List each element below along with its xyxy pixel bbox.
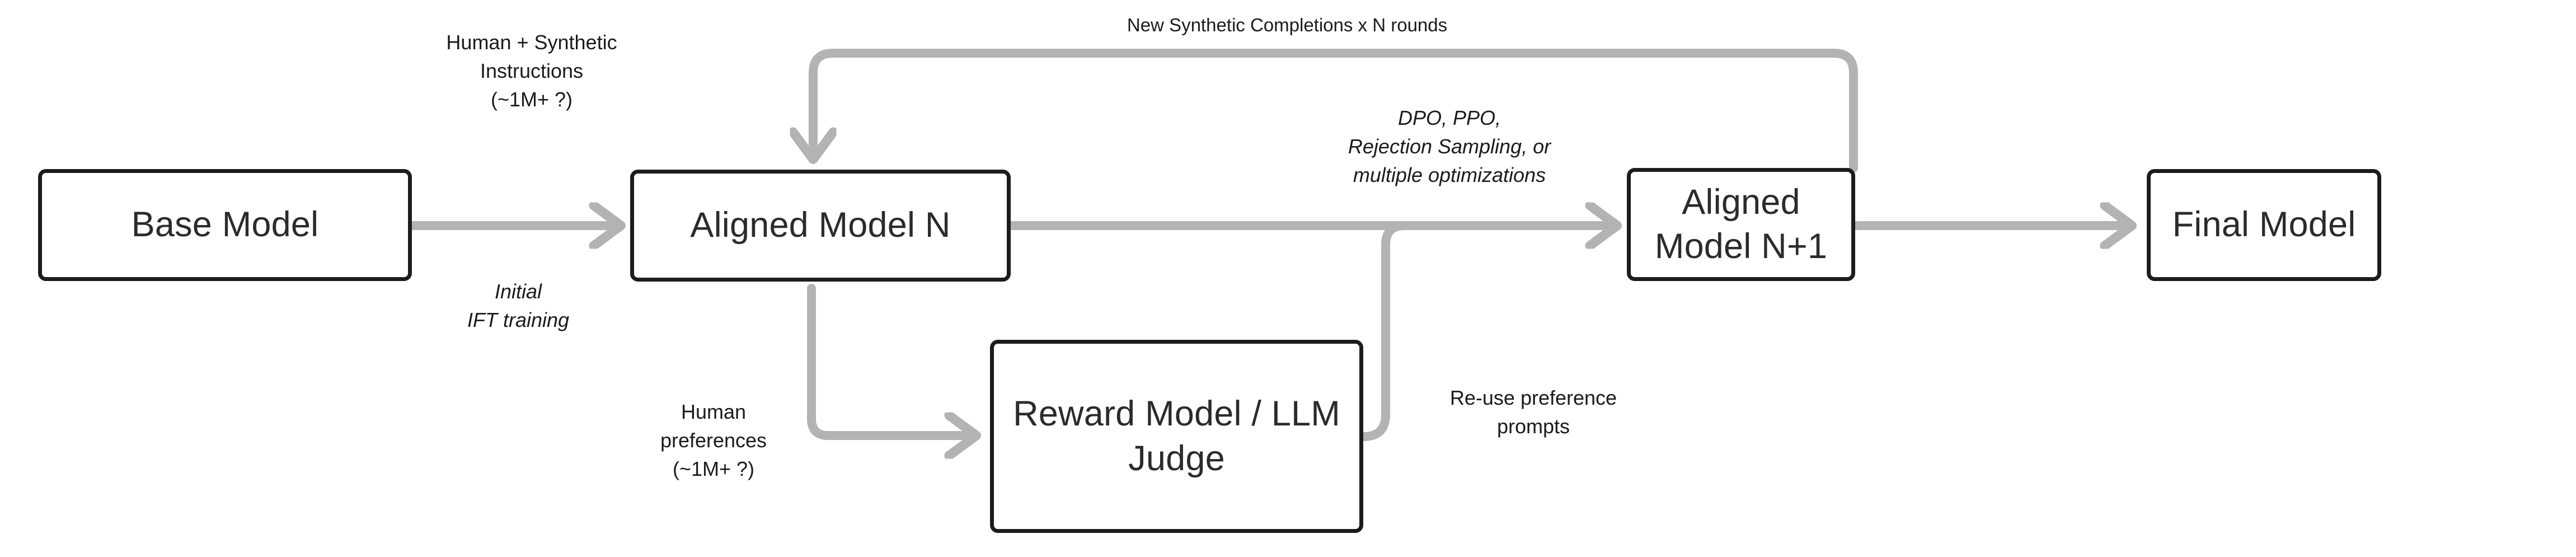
node-base-model[interactable]: Base Model (38, 169, 412, 281)
node-aligned-model-n[interactable]: Aligned Model N (630, 170, 1011, 282)
node-reward-model[interactable]: Reward Model / LLM Judge (990, 340, 1363, 533)
edge-label-human-preferences: Human preferences (~1M+ ?) (660, 400, 767, 481)
connector-aligned-n-to-reward-model (807, 284, 971, 436)
edge-label-instructions: Human + Synthetic Instructions (~1M+ ?) (446, 31, 617, 111)
edge-label-optimizations: DPO, PPO, Rejection Sampling, or multipl… (1348, 106, 1551, 187)
edge-label-loop-rounds: New Synthetic Completions x N rounds (1127, 15, 1448, 35)
edge-label-ift-training: Initial IFT training (467, 280, 570, 332)
node-final-model[interactable]: Final Model (2147, 169, 2381, 281)
connector-reward-model-to-main (1359, 221, 1409, 441)
connector-feedback-loop (813, 49, 1858, 172)
node-aligned-model-n1[interactable]: Aligned Model N+1 (1627, 168, 1855, 281)
edge-label-reuse-prompts: Re-use preference prompts (1449, 386, 1617, 438)
